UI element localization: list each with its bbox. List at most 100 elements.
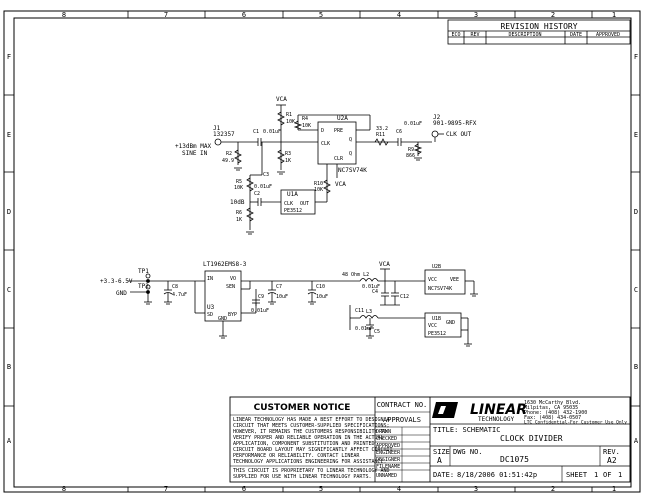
- r5-value: 10K: [234, 185, 243, 191]
- c4-ref: C4: [372, 289, 378, 295]
- zone-col-7-bottom: 7: [164, 485, 168, 493]
- rev-col-rev: REV: [470, 32, 479, 38]
- zone-row-d: D: [7, 208, 11, 216]
- zone-col-3: 3: [474, 11, 478, 19]
- r1-value: 10K: [286, 119, 295, 125]
- date-label: DATE:: [433, 471, 454, 479]
- j2-clk-out: CLK OUT: [446, 131, 472, 138]
- zone-col-1-bottom: 1: [612, 485, 616, 493]
- r4-value: 10K: [302, 123, 311, 129]
- zone-row-b-right: B: [634, 363, 638, 371]
- c11-ref: C11: [355, 308, 364, 314]
- r5-ref: R5: [236, 179, 242, 185]
- u1b-part: PE3512: [428, 331, 446, 337]
- approval-engineer: ENGINEER: [376, 450, 401, 456]
- zone-row-a-right: A: [634, 437, 639, 445]
- u2a-qbar: Q: [349, 151, 352, 157]
- u2a-part: NC7SV74K: [338, 167, 367, 174]
- gnd-label: GND: [116, 290, 127, 297]
- logo-subtitle: TECHNOLOGY: [478, 416, 515, 423]
- zone-row-e: E: [7, 131, 11, 139]
- zone-col-1: 1: [612, 11, 616, 19]
- input-sine-label: SINE IN: [182, 150, 208, 157]
- u3-pin-gnd: GND: [218, 316, 227, 322]
- zone-col-8: 8: [62, 11, 66, 19]
- u1a-ref: U1A: [287, 191, 298, 198]
- proprietary-line-2: SUPPLIED FOR USE WITH LINEAR TECHNOLOGY …: [233, 474, 371, 480]
- c10-value: 10uF: [316, 294, 328, 300]
- title-label: TITLE: SCHEMATIC: [433, 426, 500, 434]
- u3-ref: U3: [207, 304, 215, 311]
- zone-row-f-right: F: [634, 53, 638, 61]
- sheet-number: 1: [594, 471, 598, 479]
- c2-ref: C2: [254, 191, 260, 197]
- input-section-labels: VCA J1 132357 +13dBm MAX SINE IN C1 0.01…: [175, 96, 477, 223]
- l3-ref: L3: [366, 309, 372, 315]
- j1-part: 132357: [213, 131, 235, 138]
- zone-row-f: F: [7, 53, 11, 61]
- u1a-out: OUT: [300, 201, 309, 207]
- j1-ref: J1: [213, 125, 221, 132]
- r9-value: 866: [406, 153, 415, 159]
- rev-value: A2: [607, 456, 617, 465]
- zone-col-3-bottom: 3: [474, 485, 478, 493]
- sheet-total: 1: [618, 471, 622, 479]
- notice-line-6: CIRCUIT BOARD LAYOUT MAY SIGNIFICANTLY A…: [233, 447, 393, 453]
- c7-ref: C7: [276, 284, 282, 290]
- rev-label: REV.: [603, 448, 620, 456]
- u2b-part: NC7SV74K: [428, 286, 452, 292]
- notice-line-3: HOWEVER, IT REMAINS THE CUSTOMERS RESPON…: [233, 429, 387, 435]
- customer-notice-body: LINEAR TECHNOLOGY HAS MADE A BEST EFFORT…: [233, 417, 393, 480]
- u3-pin-sd: SD: [207, 312, 213, 318]
- address-line-1: 1630 McCarthy Blvd.: [524, 400, 581, 406]
- power-section-labels: LT1962EMS8-3 TP1 TP2 +3.3-6.5V GND C8 4.…: [100, 261, 459, 337]
- regulator-part: LT1962EMS8-3: [203, 261, 247, 268]
- u2b-ref: U2B: [432, 264, 441, 270]
- company-logo: LINEAR TECHNOLOGY: [432, 402, 527, 423]
- input-max-label: +13dBm MAX: [175, 143, 212, 150]
- r2-ref: R2: [226, 151, 232, 157]
- u1a-clk: CLK: [284, 201, 293, 207]
- c5-ref: C5: [374, 329, 380, 335]
- address-line-2: Milpitas, CA 95035: [524, 405, 578, 411]
- c8-ref: C8: [172, 284, 178, 290]
- rev-col-description: DESCRIPTION: [508, 32, 541, 38]
- r6-value: 1K: [236, 217, 242, 223]
- u2a-clr: CLR: [334, 156, 344, 162]
- address-line-4: Fax: (408) 434-0507: [524, 415, 581, 421]
- approval-approved: APPROVED: [376, 443, 400, 449]
- notice-line-1: LINEAR TECHNOLOGY HAS MADE A BEST EFFORT…: [233, 417, 390, 423]
- atten-label: 10dB: [230, 199, 245, 206]
- zone-col-6: 6: [242, 11, 246, 19]
- r11-value: 33.2: [376, 126, 388, 132]
- zone-col-5-bottom: 5: [319, 485, 323, 493]
- zone-ticks: [4, 11, 640, 492]
- r11-ref: R11: [376, 132, 385, 138]
- sheet-label: SHEET: [566, 471, 588, 479]
- contract-no-label: CONTRACT NO.: [377, 401, 428, 409]
- zone-row-d-right: D: [634, 208, 638, 216]
- c12-ref: C12: [400, 294, 409, 300]
- filename-label: FILENAME: [376, 464, 400, 470]
- u2a-clk: CLK: [321, 141, 330, 147]
- c11-value: 0.01uF: [355, 326, 373, 332]
- c9-value: 0.01uF: [251, 308, 269, 314]
- u3-pin-sen: SEN: [226, 284, 235, 290]
- u2b-vcc: VCC: [428, 277, 437, 283]
- address-line-3: Phone: (408) 432-1900: [524, 410, 587, 416]
- vin-label: +3.3-6.5V: [100, 278, 133, 285]
- zone-col-5: 5: [319, 11, 323, 19]
- zone-col-7: 7: [164, 11, 168, 19]
- logo-wordmark: LINEAR: [470, 402, 527, 418]
- j2-part: 901-9895-RFX: [433, 120, 477, 127]
- size-value: A: [437, 456, 442, 465]
- c9-ref: C9: [258, 294, 264, 300]
- revision-history-table: REVISION HISTORY ECO REV DESCRIPTION DAT…: [447, 19, 631, 45]
- u3-pin-byp: BYP: [228, 312, 237, 318]
- u1b-vcc: VCC: [428, 323, 437, 329]
- notice-line-7: PERFORMANCE OR RELIABILITY. CONTACT LINE…: [233, 453, 360, 459]
- notice-line-2: CIRCUIT THAT MEETS CUSTOMER-SUPPLIED SPE…: [233, 423, 390, 429]
- c8-value: 4.7uF: [172, 292, 187, 298]
- vca-top-label: VCA: [276, 96, 287, 103]
